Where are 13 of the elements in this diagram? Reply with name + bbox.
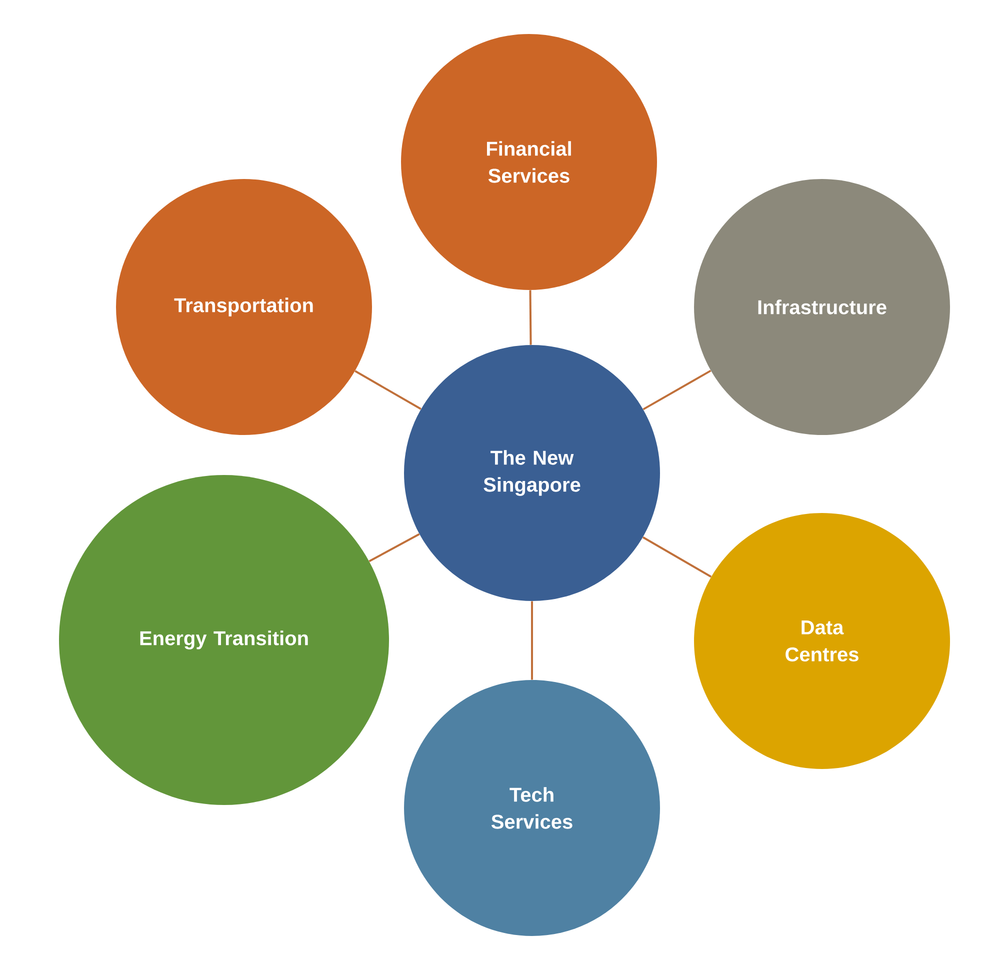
circle-node: Data Centres [694,513,950,769]
connector-line [642,536,712,578]
circle-node: Tech Services [404,680,660,936]
connector-line [354,370,422,410]
connector-line [529,290,532,345]
circle-node: The New Singapore [404,345,660,601]
connector-line [368,533,420,562]
circle-node: Infrastructure [694,179,950,435]
connector-line [531,601,533,680]
circle-node: Energy Transition [59,475,389,805]
connector-line [642,370,712,410]
circle-node: Transportation [116,179,372,435]
circle-node: Financial Services [401,34,657,290]
